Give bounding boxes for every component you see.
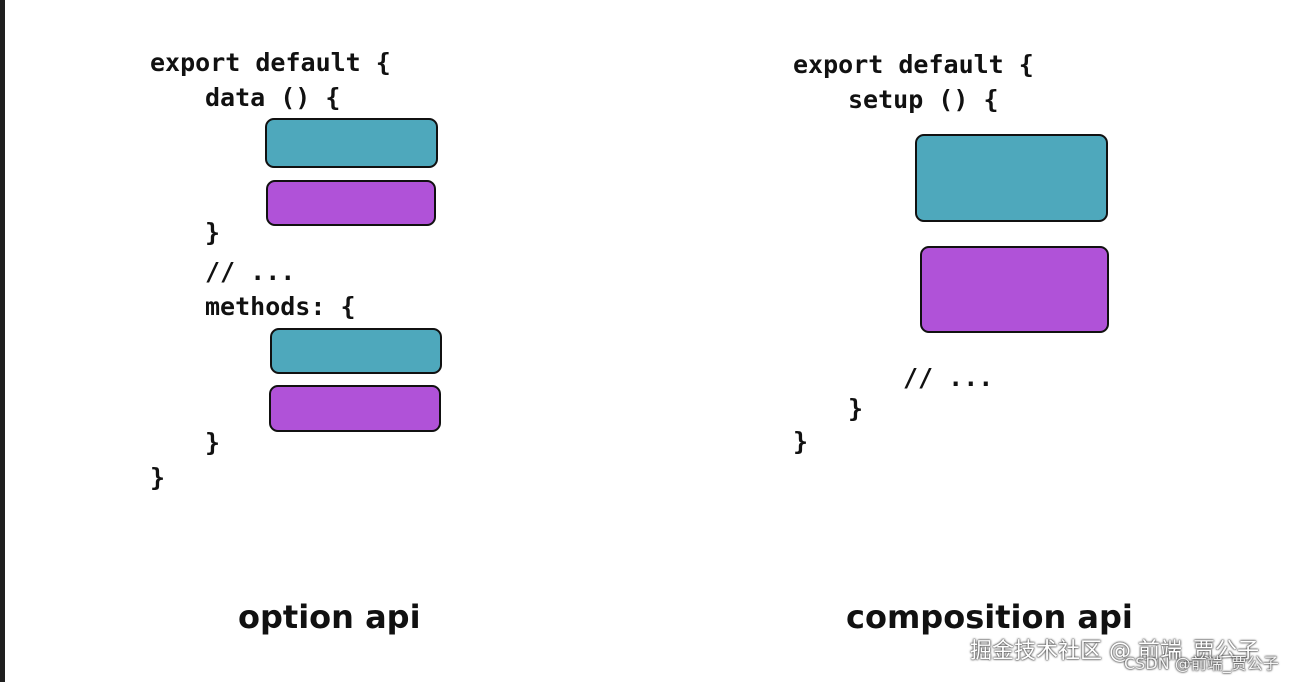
watermark-secondary: CSDN @前端_贾公子 — [1124, 654, 1279, 673]
option-data-close-brace: } — [205, 218, 221, 247]
option-ellipsis-comment: // ... — [205, 257, 296, 286]
option-data-line: data () { — [205, 83, 341, 112]
option-data-block-purple — [266, 180, 436, 226]
composition-outer-close-brace: } — [793, 427, 809, 456]
option-api-caption: option api — [238, 598, 421, 636]
option-methods-block-teal — [270, 328, 442, 374]
option-methods-line: methods: { — [205, 292, 356, 321]
composition-export-line: export default { — [793, 50, 1034, 79]
option-methods-close-brace: } — [205, 428, 221, 457]
composition-api-caption: composition api — [846, 598, 1133, 636]
option-methods-block-purple — [269, 385, 441, 432]
composition-block-teal — [915, 134, 1108, 222]
option-export-line: export default { — [150, 48, 391, 77]
composition-block-purple — [920, 246, 1109, 333]
option-data-block-teal — [265, 118, 438, 168]
composition-setup-line: setup () { — [848, 85, 999, 114]
composition-setup-close-brace: } — [848, 394, 864, 423]
left-edge-bar — [0, 0, 5, 682]
option-outer-close-brace: } — [150, 463, 166, 492]
composition-ellipsis-comment: // ... — [903, 363, 994, 392]
watermark-primary: 掘金技术社区 @ 前端_贾公子 — [970, 639, 1259, 664]
